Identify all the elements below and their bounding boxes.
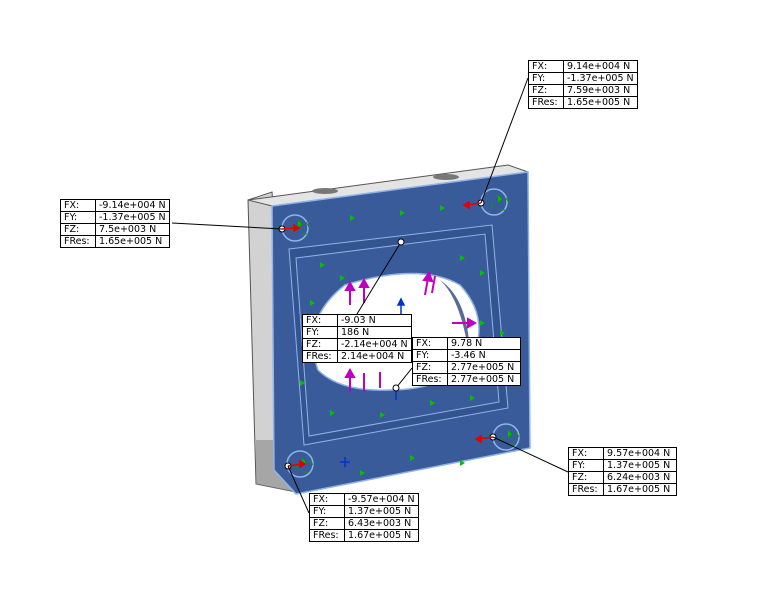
force-component-label: FY: — [568, 459, 604, 472]
force-component-label: FX: — [568, 447, 604, 460]
force-component-label: FX: — [528, 60, 564, 73]
force-component-value: 6.24e+003 N — [603, 471, 677, 484]
force-row: FZ:7.59e+003 N — [528, 84, 638, 97]
top-hole-1 — [312, 188, 338, 194]
green-load-markers — [300, 205, 505, 476]
force-component-value: 1.67e+005 N — [344, 529, 419, 542]
force-component-value: 186 N — [337, 326, 412, 339]
force-component-value: 1.65e+005 N — [95, 235, 170, 248]
force-component-value: 9.78 N — [447, 337, 521, 350]
green-fixture-arrows-icon — [291, 194, 520, 473]
force-row: FX:-9.03 N — [302, 314, 412, 327]
force-component-label: FX: — [412, 337, 448, 350]
force-component-value: 2.14e+004 N — [337, 350, 412, 363]
force-row: FY:-1.37e+005 N — [528, 72, 638, 85]
force-component-label: FX: — [60, 199, 96, 212]
force-component-value: -9.14e+004 N — [95, 199, 170, 212]
force-component-value: -2.14e+004 N — [337, 338, 412, 351]
force-component-label: FRes: — [412, 373, 448, 386]
force-component-value: 9.57e+004 N — [603, 447, 677, 460]
force-component-label: FRes: — [528, 96, 564, 109]
force-row: FX:9.57e+004 N — [568, 447, 677, 460]
force-component-value: 2.77e+005 N — [447, 373, 521, 386]
force-component-label: FY: — [528, 72, 564, 85]
force-component-value: 1.67e+005 N — [603, 483, 677, 496]
force-row: FRes:1.67e+005 N — [568, 483, 677, 496]
force-component-value: 7.5e+003 N — [95, 223, 170, 236]
magenta-load-arrow-icon — [344, 270, 478, 392]
force-row: FRes:1.65e+005 N — [60, 235, 170, 248]
force-row: FY:186 N — [302, 326, 412, 339]
force-component-label: FZ: — [528, 84, 564, 97]
force-component-label: FX: — [302, 314, 338, 327]
force-component-label: FY: — [412, 349, 448, 362]
probe-points — [392, 238, 405, 392]
force-row: FZ:7.5e+003 N — [60, 223, 170, 236]
force-component-label: FRes: — [309, 529, 345, 542]
red-reaction-arrows — [281, 200, 494, 469]
force-row: FY:1.37e+005 N — [309, 505, 419, 518]
blue-axis-triad-icon — [340, 297, 406, 467]
force-component-value: 7.59e+003 N — [563, 84, 638, 97]
top-hole-2 — [433, 174, 459, 180]
opening-inner-wall — [440, 280, 470, 362]
force-component-label: FZ: — [568, 471, 604, 484]
force-row: FX:-9.57e+004 N — [309, 493, 419, 506]
force-component-value: 1.37e+005 N — [344, 505, 419, 518]
force-row: FZ:2.77e+005 N — [412, 361, 521, 374]
force-row: FRes:2.14e+004 N — [302, 350, 412, 363]
force-component-value: -3.46 N — [447, 349, 521, 362]
force-row: FY:-3.46 N — [412, 349, 521, 362]
force-component-label: FZ: — [302, 338, 338, 351]
force-component-label: FY: — [309, 505, 345, 518]
force-component-value: 6.43e+003 N — [344, 517, 419, 530]
force-component-value: -1.37e+005 N — [95, 211, 170, 224]
force-component-label: FY: — [60, 211, 96, 224]
force-row: FY:-1.37e+005 N — [60, 211, 170, 224]
force-row: FZ:-2.14e+004 N — [302, 338, 412, 351]
force-row: FZ:6.43e+003 N — [309, 517, 419, 530]
force-row: FRes:1.67e+005 N — [309, 529, 419, 542]
force-row: FRes:1.65e+005 N — [528, 96, 638, 109]
force-component-value: 1.37e+005 N — [603, 459, 677, 472]
force-row: FX:9.78 N — [412, 337, 521, 350]
leader-lines — [171, 77, 569, 514]
force-row: FX:-9.14e+004 N — [60, 199, 170, 212]
force-row: FX:9.14e+004 N — [528, 60, 638, 73]
force-component-label: FZ: — [412, 361, 448, 374]
force-component-value: 9.14e+004 N — [563, 60, 638, 73]
force-component-label: FRes: — [60, 235, 96, 248]
force-component-value: 2.77e+005 N — [447, 361, 521, 374]
force-row: FRes:2.77e+005 N — [412, 373, 521, 386]
force-component-label: FRes: — [568, 483, 604, 496]
force-component-label: FRes: — [302, 350, 338, 363]
force-component-value: -9.57e+004 N — [344, 493, 419, 506]
force-component-label: FX: — [309, 493, 345, 506]
bolt-hole-tl — [278, 214, 309, 242]
force-component-value: -1.37e+005 N — [563, 72, 638, 85]
force-component-label: FY: — [302, 326, 338, 339]
force-component-value: 1.65e+005 N — [563, 96, 638, 109]
force-row: FZ:6.24e+003 N — [568, 471, 677, 484]
force-component-label: FZ: — [309, 517, 345, 530]
force-component-label: FZ: — [60, 223, 96, 236]
force-component-value: -9.03 N — [337, 314, 412, 327]
force-row: FY:1.37e+005 N — [568, 459, 677, 472]
